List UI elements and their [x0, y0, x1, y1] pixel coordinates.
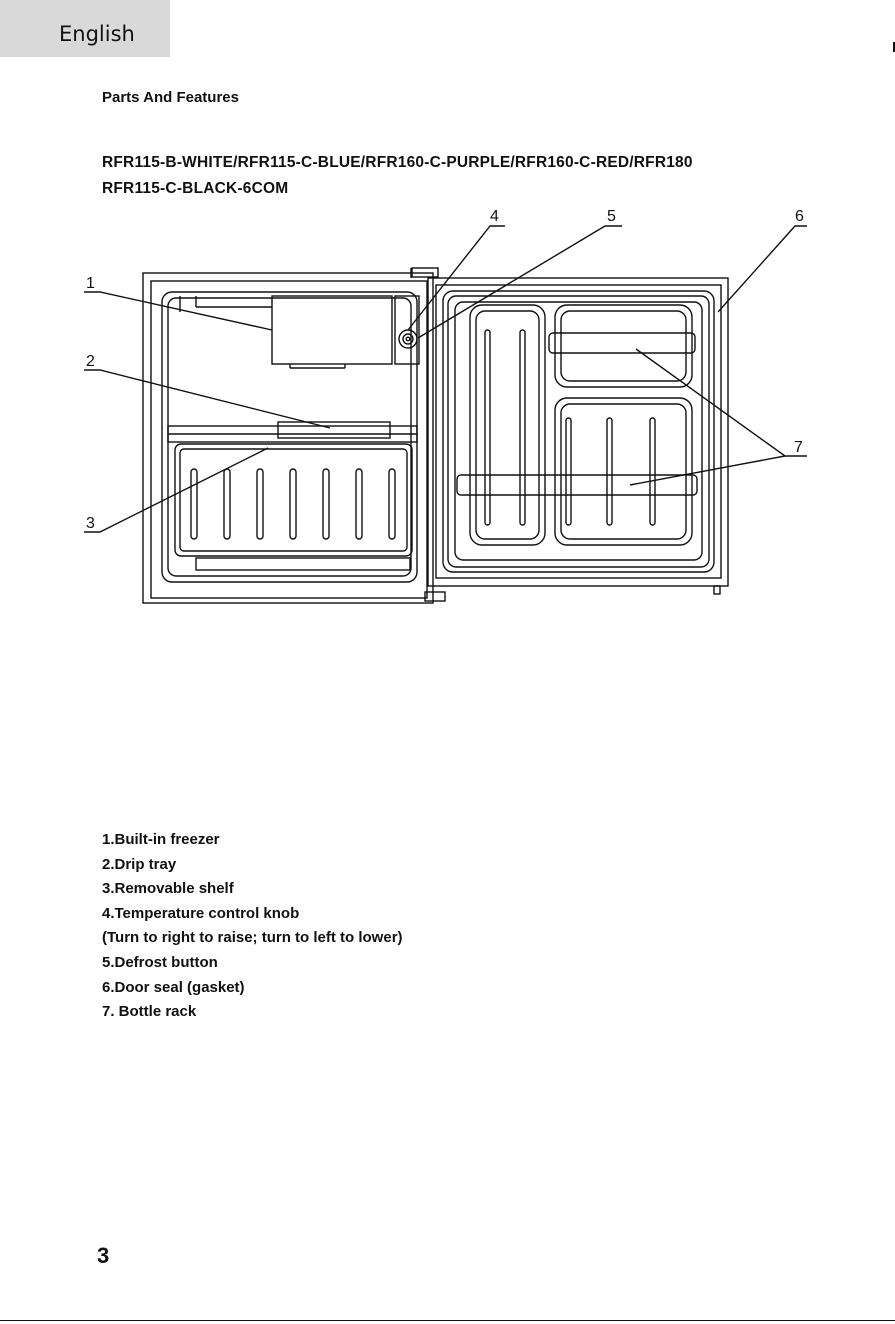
list-item: 2.Drip tray — [102, 855, 177, 873]
language-tab: English — [0, 0, 170, 57]
door-outline — [427, 277, 729, 587]
refrigerator-diagram: 1 2 3 4 5 6 7 — [84, 208, 807, 604]
leader-3 — [84, 447, 269, 533]
callout-3: 3 — [86, 515, 95, 532]
list-item: 6.Door seal (gasket) — [102, 978, 245, 996]
leader-1 — [84, 291, 273, 331]
list-item: 1.Built-in freezer — [102, 831, 220, 848]
freezer-compartment — [271, 295, 393, 365]
model-line-2: RFR115-C-BLACK-6COM — [102, 180, 289, 197]
callout-7: 7 — [794, 439, 803, 456]
drip-tray-shape — [277, 421, 391, 439]
leader-7b — [629, 455, 786, 486]
callout-4: 4 — [490, 208, 499, 225]
language-label: English — [59, 22, 135, 46]
list-item: 3.Removable shelf — [102, 880, 234, 898]
callout-1: 1 — [86, 275, 95, 292]
leader-4 — [407, 225, 505, 331]
parts-list: 1.Built-in freezer 2.Drip tray 3.Removab… — [102, 828, 403, 1025]
list-item: 7. Bottle rack — [102, 1003, 197, 1021]
model-list: RFR115-B-WHITE/RFR115-C-BLUE/RFR160-C-PU… — [102, 150, 693, 202]
cabinet-outline — [142, 272, 434, 604]
leader-2 — [84, 369, 331, 429]
callout-5: 5 — [607, 208, 616, 225]
page-number: 3 — [97, 1243, 110, 1268]
list-item: 4.Temperature control knob — [102, 904, 300, 922]
section-title: Parts And Features — [102, 89, 239, 106]
bottom-rule — [0, 1320, 895, 1321]
model-line-1: RFR115-B-WHITE/RFR115-C-BLUE/RFR160-C-PU… — [102, 154, 693, 171]
upper-bottle-rack — [548, 332, 696, 354]
leader-6 — [717, 225, 807, 313]
lower-bottle-rack — [456, 474, 698, 496]
leader-5 — [417, 225, 622, 339]
page-edge-mark — [893, 42, 895, 52]
callout-2: 2 — [86, 353, 95, 370]
list-item: (Turn to right to raise; turn to left to… — [102, 929, 403, 947]
callout-labels: 1 2 3 4 5 6 7 — [86, 208, 804, 532]
callout-6: 6 — [795, 208, 804, 225]
bin-ribs — [190, 468, 396, 540]
list-item: 5.Defrost button — [102, 953, 218, 971]
control-knob-shape — [398, 329, 418, 349]
